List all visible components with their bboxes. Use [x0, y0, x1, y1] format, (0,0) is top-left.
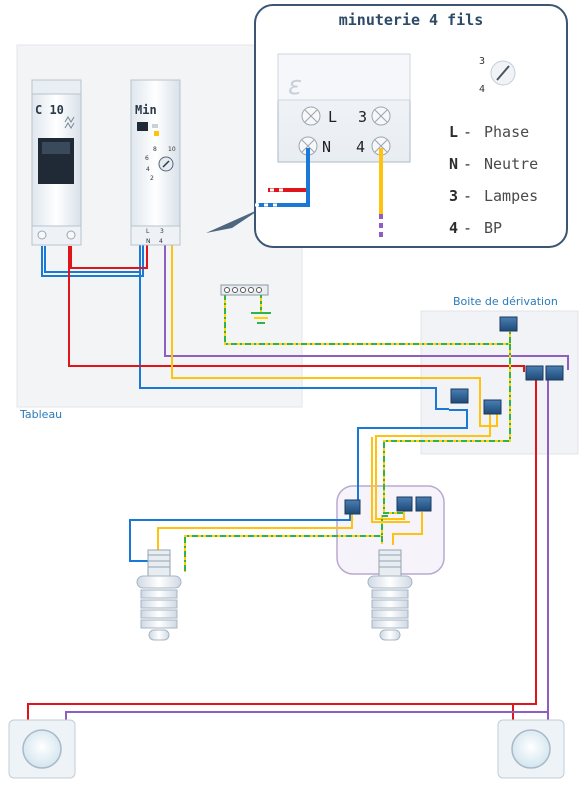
phase-wire-to-box: [68, 246, 525, 372]
legend-key-bp: 4: [449, 219, 458, 237]
callout-title: minuterie 4 fils: [339, 11, 484, 29]
svg-text:ε: ε: [288, 71, 302, 101]
push-button-left: [8, 719, 76, 779]
lamp-wire-to-lamp2: [392, 512, 423, 545]
timer-label: Min: [135, 103, 157, 117]
timer-terminal-N: N: [146, 238, 151, 245]
lamp-wire-from-timer: [171, 245, 498, 427]
connector-switch-lamp: [396, 496, 413, 512]
timer-terminal-L: L: [146, 228, 150, 235]
connector-switch-neutral: [344, 499, 361, 515]
connector-lamp-box: [483, 399, 502, 415]
timer-terminal-3: 3: [160, 228, 164, 235]
timer-dial-10: 10: [168, 146, 176, 153]
neutral-wire-to-box: [139, 245, 449, 410]
wires: [27, 243, 569, 722]
timer-dial-6: 6: [145, 155, 149, 162]
circuit-breaker: [31, 79, 82, 246]
phase-wire-to-bp2: [512, 703, 536, 722]
earth-terminal-bar: [220, 284, 269, 296]
selector-label-4: 4: [479, 84, 485, 95]
legend-sep-lamps: -: [463, 187, 472, 205]
legend-key-lamps: 3: [449, 187, 458, 205]
legend-sep-bp: -: [463, 219, 472, 237]
lamp-right: [367, 549, 413, 641]
bp-wire-to-bp1: [65, 380, 549, 722]
selector-label-3: 3: [479, 56, 485, 67]
callout-terminal-3: 3: [358, 108, 367, 126]
timer-dial-8: 8: [153, 146, 157, 153]
legend-key-phase: L: [449, 123, 458, 141]
lamp-left: [136, 549, 182, 641]
legend-label-phase: Phase: [484, 123, 529, 141]
timer-module: [130, 79, 181, 246]
callout-terminal-L: L: [328, 108, 337, 126]
bp-wire-from-timer: [164, 245, 569, 370]
breaker-label: C 10: [35, 103, 64, 117]
phase-wire-panel: [70, 243, 148, 269]
timer-dial-2: 2: [150, 175, 154, 182]
connectors: [344, 316, 564, 515]
connector-neutral-box: [450, 388, 469, 404]
lamp-wire-to-switches: [375, 408, 491, 520]
callout-terminal-N: N: [322, 138, 331, 156]
legend-label-neutral: Neutre: [484, 155, 538, 173]
callout-terminal-4: 4: [356, 138, 365, 156]
connector-phase-box: [525, 365, 544, 381]
push-button-right: [497, 719, 565, 779]
legend-label-lamps: Lampes: [484, 187, 538, 205]
callout-panel: ε: [206, 4, 568, 248]
legend-label-bp: BP: [484, 219, 502, 237]
timer-dial-4: 4: [146, 166, 150, 173]
timer-terminal-4: 4: [159, 238, 163, 245]
connector-bp-box: [545, 365, 564, 381]
connector-switch-earth: [415, 496, 432, 512]
connector-earth-box: [499, 316, 518, 332]
legend-sep-neutral: -: [463, 155, 472, 173]
junction-box-label: Boite de dérivation: [453, 295, 558, 308]
legend-key-neutral: N: [449, 155, 458, 173]
phase-wire-to-bp1: [27, 380, 537, 722]
junction-box: [420, 310, 579, 455]
earth-wires: [184, 294, 511, 572]
earth-symbol: [251, 295, 271, 324]
legend: L - Phase N - Neutre 3 - Lampes 4 - BP: [449, 123, 538, 237]
neutral-wire-panel: [41, 243, 144, 277]
lamp-wire-to-lamp1: [157, 512, 353, 557]
legend-sep-phase: -: [463, 123, 472, 141]
panel-label: Tableau: [19, 408, 62, 421]
